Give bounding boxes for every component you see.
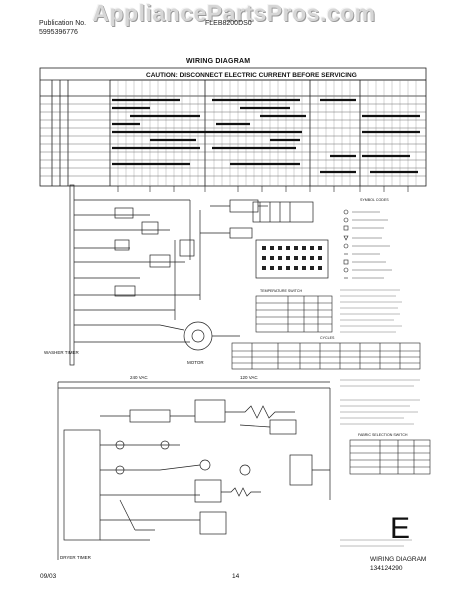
washer-timer-label: WASHER TIMER bbox=[44, 350, 79, 355]
temperature-switch-table bbox=[255, 295, 333, 333]
washer-schematic bbox=[69, 184, 268, 366]
footer-diagram-number: 134124290 bbox=[370, 565, 403, 572]
dryer-schematic bbox=[57, 381, 331, 560]
footer-date: 09/03 bbox=[40, 573, 57, 580]
publication-label: Publication No. bbox=[39, 20, 87, 27]
fabric-selection-table bbox=[349, 439, 431, 475]
model-number: FLEB8200DS0 bbox=[205, 20, 252, 27]
cycles-table bbox=[231, 342, 421, 370]
voltage-240-label: 240 VAC bbox=[130, 375, 148, 380]
page-number: 14 bbox=[232, 573, 240, 580]
motor-label: MOTOR bbox=[187, 360, 204, 365]
footer-diagram-title: WIRING DIAGRAM bbox=[370, 556, 427, 563]
dryer-timer-label: DRYER TIMER bbox=[60, 555, 91, 560]
notes-text-lines bbox=[340, 289, 402, 333]
terminal-block bbox=[252, 201, 329, 279]
temperature-switch-title: TEMPERATURE SWITCH bbox=[260, 289, 303, 293]
cycles-title: CYCLES bbox=[320, 336, 335, 340]
diagram-title: WIRING DIAGRAM bbox=[186, 58, 251, 65]
diagram-letter: E bbox=[390, 512, 411, 545]
symbol-codes-legend bbox=[343, 209, 392, 279]
symbol-codes-title: SYMBOL CODES bbox=[360, 198, 389, 202]
caution-banner: CAUTION: DISCONNECT ELECTRIC CURRENT BEF… bbox=[146, 72, 357, 79]
publication-number: 5995396776 bbox=[39, 29, 78, 36]
fabric-switch-title: FABRIC SELECTION SWITCH bbox=[358, 433, 408, 437]
watermark: AppliancePartsPros.com bbox=[92, 0, 376, 26]
voltage-120-label: 120 VAC bbox=[240, 375, 258, 380]
